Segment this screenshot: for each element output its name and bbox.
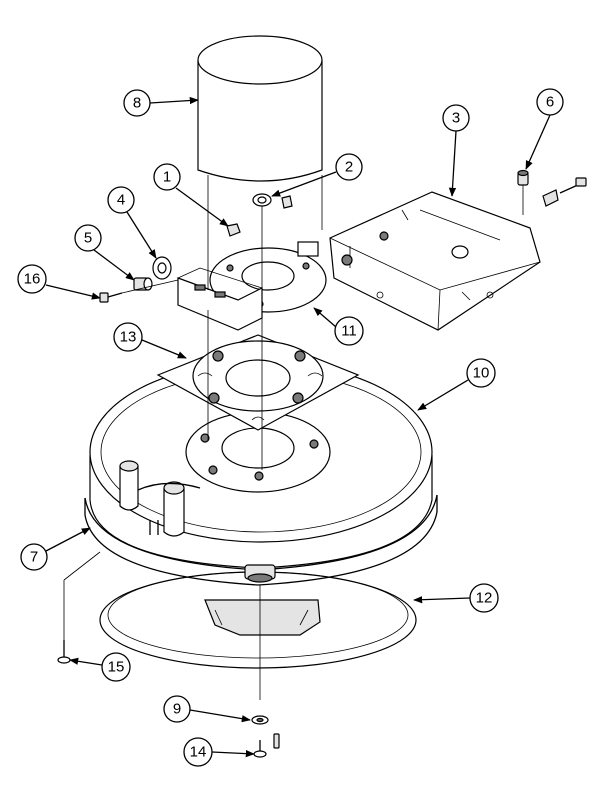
callout-4: 4 xyxy=(107,186,135,214)
callout-5: 5 xyxy=(74,224,102,252)
part-6-hardware xyxy=(517,169,587,215)
part-8-cover xyxy=(197,35,323,182)
svg-text:13: 13 xyxy=(120,329,137,346)
svg-text:4: 4 xyxy=(117,192,125,209)
part-9-washer xyxy=(251,715,269,725)
part-11-mounting-plate xyxy=(209,241,327,313)
part-2-washer xyxy=(252,193,293,209)
callout-6: 6 xyxy=(536,88,564,116)
part-3-bracket xyxy=(329,191,541,331)
svg-text:14: 14 xyxy=(190,744,207,761)
part-5-spacer xyxy=(133,277,153,291)
svg-text:1: 1 xyxy=(163,169,171,186)
svg-text:16: 16 xyxy=(24,271,41,288)
callout-8: 8 xyxy=(123,89,151,117)
callout-7: 7 xyxy=(20,543,48,571)
hub xyxy=(244,564,276,583)
callout-15: 15 xyxy=(101,652,131,682)
assembly-centerlines xyxy=(63,175,323,700)
callout-9: 9 xyxy=(163,695,191,723)
svg-text:9: 9 xyxy=(173,701,181,718)
part-16-screw xyxy=(99,279,179,303)
leader-lines xyxy=(45,96,551,758)
housing-flange-plate xyxy=(185,411,331,493)
svg-text:10: 10 xyxy=(473,365,490,382)
part-12-lower-disc xyxy=(99,571,417,669)
callout-10: 10 xyxy=(466,358,496,388)
part-1-nut xyxy=(226,223,241,237)
callout-16: 16 xyxy=(17,264,47,294)
callout-1: 1 xyxy=(153,163,181,191)
svg-text:5: 5 xyxy=(84,230,92,247)
housing-posts xyxy=(119,460,201,537)
svg-text:11: 11 xyxy=(341,323,357,340)
svg-text:3: 3 xyxy=(452,110,460,127)
svg-text:12: 12 xyxy=(476,590,493,607)
callout-2: 2 xyxy=(335,153,363,181)
svg-text:8: 8 xyxy=(133,95,141,112)
svg-text:15: 15 xyxy=(108,659,125,676)
part-15-screw xyxy=(57,640,71,664)
part-4-washer xyxy=(152,256,172,280)
callout-11: 11 xyxy=(334,316,364,346)
callout-12: 12 xyxy=(469,583,499,613)
callout-13: 13 xyxy=(113,322,143,352)
part-14-screw xyxy=(253,733,280,758)
svg-text:6: 6 xyxy=(546,94,554,111)
svg-text:7: 7 xyxy=(30,549,38,566)
callout-3: 3 xyxy=(442,104,470,132)
callout-14: 14 xyxy=(183,737,213,767)
svg-text:2: 2 xyxy=(345,159,353,176)
